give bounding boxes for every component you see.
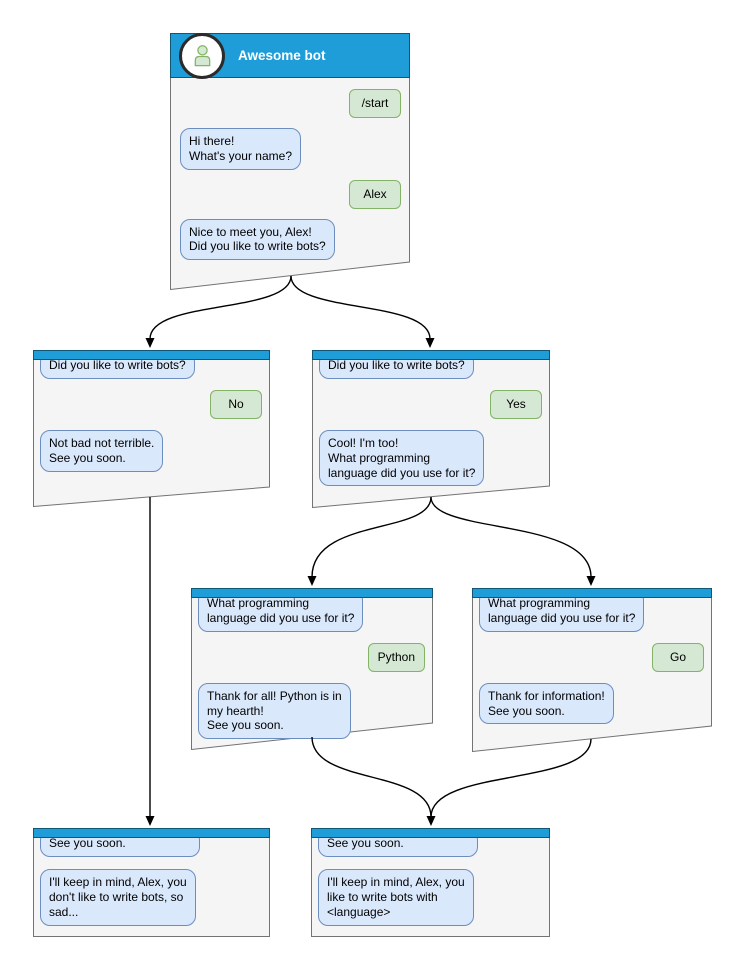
bot-message-bubble: I'll keep in mind, Alex, you like to wri… — [318, 868, 474, 926]
window-title-bar — [311, 828, 550, 838]
bot-message-bubble: Not bad not terrible. See you soon. — [40, 429, 164, 472]
bot-message-bubble: Thank for all! Python is in my hearth! S… — [198, 682, 351, 740]
window-title-bar — [472, 588, 712, 598]
chat-node-branch-no: Did you like to write bots? No Not bad n… — [33, 350, 270, 507]
user-message-bubble: Python — [367, 642, 425, 672]
chat-node-final-yes: See you soon. I'll keep in mind, Alex, y… — [311, 828, 550, 937]
message-list: What programming language did you use fo… — [472, 588, 712, 752]
user-message-bubble: Alex — [349, 179, 401, 209]
user-message-bubble: Yes — [490, 389, 542, 419]
person-icon — [194, 45, 210, 67]
bot-message-bubble: Nice to meet you, Alex! Did you like to … — [180, 218, 335, 261]
user-message-bubble: Go — [652, 642, 704, 672]
chat-node-branch-python: What programming language did you use fo… — [191, 588, 433, 750]
bot-message-bubble: Did you like to write bots? — [40, 352, 195, 379]
bot-message-bubble: Thank for information! See you soon. — [479, 682, 614, 725]
window-title-bar — [33, 828, 270, 838]
window-title-bar: Awesome bot — [170, 32, 410, 79]
chat-node-start: Awesome bot /start Hi there! What's your… — [170, 32, 410, 290]
chat-node-branch-yes: Did you like to write bots? Yes Cool! I'… — [312, 350, 550, 508]
window-title-bar — [33, 350, 270, 360]
bot-avatar — [179, 32, 225, 79]
edge-yes-to-go — [430, 496, 592, 578]
bot-message-bubble: Hi there! What's your name? — [180, 127, 302, 170]
message-list: /start Hi there! What's your name? Alex … — [170, 33, 410, 290]
message-list: See you soon. I'll keep in mind, Alex, y… — [311, 828, 550, 937]
bot-message-bubble: Cool! I'm too! What programming language… — [319, 429, 485, 487]
chat-node-branch-go: What programming language did you use fo… — [472, 588, 712, 752]
window-title-bar — [312, 350, 550, 360]
message-list: What programming language did you use fo… — [191, 588, 433, 750]
window-title: Awesome bot — [238, 48, 326, 63]
message-list: Did you like to write bots? Yes Cool! I'… — [312, 350, 550, 508]
user-message-bubble: No — [210, 389, 262, 419]
edge-yes-to-python — [311, 496, 432, 578]
window-title-bar — [191, 588, 433, 598]
bot-message-bubble: I'll keep in mind, Alex, you don't like … — [40, 868, 196, 926]
message-list: See you soon. I'll keep in mind, Alex, y… — [33, 828, 270, 937]
chat-node-final-no: See you soon. I'll keep in mind, Alex, y… — [33, 828, 270, 937]
message-list: Did you like to write bots? No Not bad n… — [33, 350, 270, 507]
user-message-bubble: /start — [349, 89, 401, 118]
